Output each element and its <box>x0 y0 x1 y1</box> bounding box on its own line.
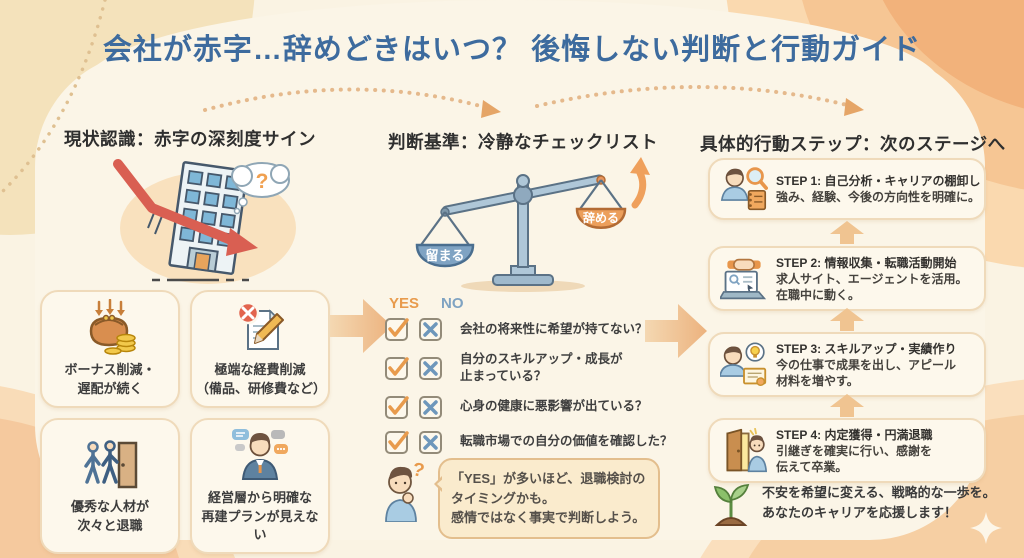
no-checkbox-x-icon <box>419 318 442 341</box>
people-leaving-door-icon <box>84 440 138 489</box>
yes-label: YES <box>389 295 420 312</box>
section-header-criteria: 判断基準：冷静なチェックリスト <box>388 132 658 152</box>
step-card-1: STEP 1: 自己分析・キャリアの棚卸し 強み、経験、今後の方向性を明確に。 <box>708 158 986 220</box>
sign-card-no-plan: 経営層から明確な 再建プランが見えない <box>190 417 330 555</box>
step-up-arrow <box>830 308 864 331</box>
step-title: STEP 1: 自己分析・キャリアの棚卸し <box>776 174 981 189</box>
sparkle-icon <box>970 512 1002 544</box>
no-checkbox-x-icon <box>419 395 442 419</box>
step-title: STEP 2: 情報収集・転職活動開始 <box>776 256 957 270</box>
step-card-3: STEP 3: スキルアップ・実績作り 今の仕事で成果を出し、アピール 材料を増… <box>708 332 986 398</box>
no-checkbox-x-icon <box>419 356 442 380</box>
yes-checkbox-checked-icon <box>385 430 409 454</box>
expense-cut-document-icon <box>236 301 284 350</box>
yes-checkbox-checked-icon <box>385 395 409 419</box>
step-title: STEP 4: 内定獲得・円満退職 <box>776 428 933 442</box>
no-checkbox-x-icon <box>419 430 442 454</box>
yes-checkbox-checked-icon <box>385 318 409 341</box>
checklist-question: 転職市場での自分の価値を確認した？ <box>460 434 673 449</box>
step-card-4: STEP 4: 内定獲得・円満退職 引継ぎを確実に行い、感謝を 伝えて卒業。 <box>708 418 986 484</box>
sign-card-bonus: ボーナス削減・ 遅配が続く <box>40 290 180 408</box>
step-desc: 今の仕事で成果を出し、アピール 材料を増やす。 <box>776 358 957 389</box>
scale-quit-label: 辞める <box>583 210 619 225</box>
section-header-current-state: 現状認識：赤字の深刻度サイン <box>64 129 316 149</box>
advice-bubble: 「YES」が多いほど、退職検討の タイミングかも。 感情ではなく事実で判断しよう… <box>434 458 660 539</box>
section-header-action-steps: 具体的行動ステップ：次のステージへ <box>700 134 1006 154</box>
balance-scale-illustration: 留まる 辞める <box>415 157 650 292</box>
sign-card-talent-leaving: 優秀な人材が 次々と退職 <box>40 417 180 555</box>
step-up-arrow <box>830 394 864 417</box>
executive-speech-icon <box>232 428 288 480</box>
job-search-laptop-icon <box>720 258 767 299</box>
sign-card-label: 優秀な人材が 次々と退職 <box>70 499 149 533</box>
svg-text:?: ? <box>256 170 269 193</box>
page-title: 会社が赤字…辞めどきはいつ？ 後悔しない判断と行動ガイド <box>102 34 922 66</box>
step-title: STEP 3: スキルアップ・実績作り <box>776 342 957 356</box>
checklist-question: 心身の健康に悪影響が出ている？ <box>460 399 648 414</box>
step-desc: 引継ぎを確実に行い、感謝を 伝えて卒業。 <box>776 444 933 475</box>
graceful-exit-door-icon <box>726 427 768 472</box>
step-desc: 強み、経験、今後の方向性を明確に。 <box>776 190 981 205</box>
sign-card-expense-cut: 極端な経費削減 （備品、研修費など） <box>190 290 330 408</box>
checklist-item: 心身の健康に悪影響が出ている？ <box>384 394 676 420</box>
encouragement-text: 不安を希望に変える、戦略的な一歩を。 あなたのキャリアを応援します！ <box>762 484 996 520</box>
checklist-item: 転職市場での自分の価値を確認した？ <box>384 429 676 455</box>
step-card-2: STEP 2: 情報収集・転職活動開始 求人サイト、エージェントを活用。 在職中… <box>708 246 986 312</box>
yesno-header: YES NO <box>389 295 464 312</box>
yes-checkbox-checked-icon <box>385 356 409 380</box>
skill-up-certificate-icon <box>720 342 767 386</box>
checklist-item: 自分のスキルアップ・成長が 止まっている？ <box>384 351 676 385</box>
sign-card-label: 極端な経費削減 （備品、研修費など） <box>196 362 327 396</box>
no-label: NO <box>441 295 464 312</box>
encouragement-note: 不安を希望に変える、戦略的な一歩を。 あなたのキャリアを応援します！ <box>710 480 996 526</box>
step-up-arrow <box>830 221 864 244</box>
rise-arrow-icon <box>630 157 650 209</box>
question-cloud-icon: ? <box>231 162 290 215</box>
thinking-person-icon: ? <box>385 459 426 522</box>
declining-building-illustration: ? <box>113 159 296 284</box>
flow-arrow-left-to-middle <box>330 299 392 353</box>
decision-checklist: 会社の将来性に希望が持てない？ 自分のスキルアップ・成長が 止まっている？ 心身… <box>384 316 676 455</box>
step-desc: 求人サイト、エージェントを活用。 在職中に動く。 <box>776 272 968 303</box>
sign-card-label: ボーナス削減・ 遅配が続く <box>64 362 156 396</box>
flow-arrow-middle-to-right <box>645 304 707 358</box>
advice-callout: ? 「YES」が多いほど、退職検討の タイミングかも。 感情ではなく事実で判断し… <box>380 458 660 539</box>
sign-card-label: 経営層から明確な 再建プランが見えない <box>201 489 319 543</box>
checklist-question: 自分のスキルアップ・成長が 止まっている？ <box>460 352 623 383</box>
self-analysis-icon <box>720 167 768 211</box>
seedling-icon <box>713 484 750 526</box>
purse-coins-icon <box>89 299 136 355</box>
checklist-item: 会社の将来性に希望が持てない？ <box>384 316 676 342</box>
checklist-question: 会社の将来性に希望が持てない？ <box>460 321 648 336</box>
svg-text:?: ? <box>410 459 426 482</box>
dotted-flow-arcs <box>203 85 864 118</box>
warning-sign-cards: ボーナス削減・ 遅配が続く 極端な経費削減 （備品、研修費など） <box>40 290 330 555</box>
scale-stay-label: 留まる <box>425 248 464 263</box>
